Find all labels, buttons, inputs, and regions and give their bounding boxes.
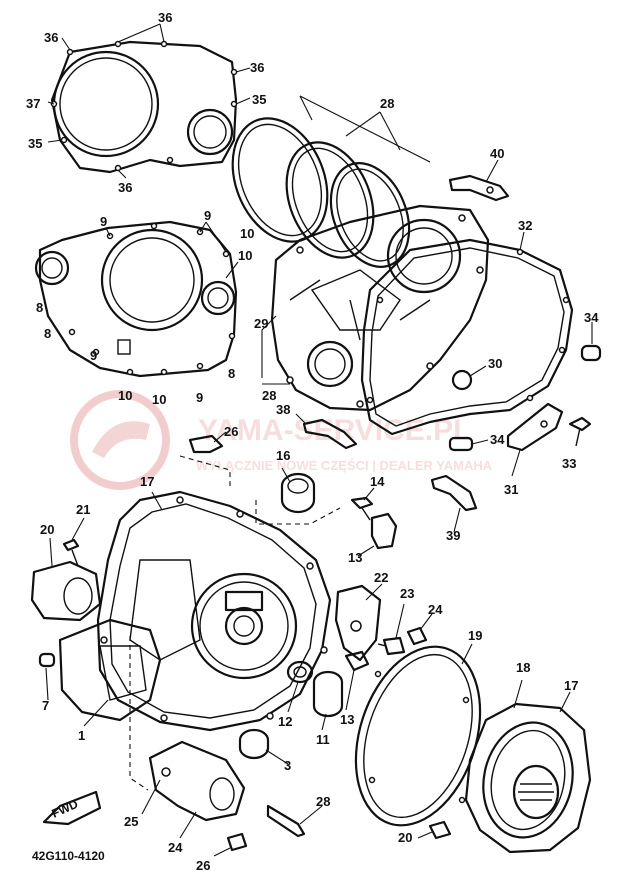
- seal-rings: [231, 95, 431, 268]
- callout: 17: [564, 678, 578, 693]
- callout: 9: [100, 214, 107, 229]
- callout: 8: [228, 366, 235, 381]
- callout: 34: [584, 310, 599, 325]
- callout: 18: [516, 660, 530, 675]
- watermark-logo: [70, 390, 170, 490]
- inner-cover-29: [261, 204, 490, 412]
- callout: 12: [278, 714, 292, 729]
- callout: 25: [124, 814, 138, 829]
- callout: 32: [518, 218, 532, 233]
- callout: 31: [504, 482, 518, 497]
- callout: 9: [90, 348, 97, 363]
- callout: 22: [374, 570, 388, 585]
- watermark-logo-mark: [92, 421, 150, 458]
- callout: 40: [490, 146, 504, 161]
- callout: 10: [238, 248, 252, 263]
- callout: 11: [316, 732, 330, 747]
- callout: 36: [158, 10, 172, 25]
- bracket-18: [334, 583, 433, 662]
- callout: 26: [196, 858, 210, 873]
- callout: 28: [262, 388, 276, 403]
- callout: 19: [468, 628, 482, 643]
- callout: 26: [224, 424, 238, 439]
- callouts: 36 36 36 35 37 35 36 28 40 32 9 9 10 8 8…: [26, 10, 599, 873]
- gasket-16: [354, 643, 482, 827]
- callout: 24: [428, 602, 443, 617]
- callout: 28: [380, 96, 394, 111]
- callout: 21: [76, 502, 90, 517]
- callout: 36: [250, 60, 264, 75]
- small-parts-right: [295, 322, 602, 533]
- callout: 38: [276, 402, 290, 417]
- small-parts-middle: [179, 431, 398, 557]
- callout: 3: [284, 758, 291, 773]
- callout: 28: [316, 794, 330, 809]
- part-code: 42G110-4120: [32, 849, 105, 863]
- callout: 14: [370, 474, 385, 489]
- callout: 13: [348, 550, 362, 565]
- callout: 17: [140, 474, 154, 489]
- callout: 29: [254, 316, 268, 331]
- callout: 9: [204, 208, 211, 223]
- fwd-label: FWD: [50, 797, 81, 821]
- callout: 10: [118, 388, 132, 403]
- callout: 10: [152, 392, 166, 407]
- callout: 24: [168, 840, 183, 855]
- callout: 36: [44, 30, 58, 45]
- clutch-cover-14: [417, 679, 592, 854]
- callout: 13: [340, 712, 354, 727]
- callout: 7: [42, 698, 49, 713]
- callout: 35: [28, 136, 42, 151]
- callout: 1: [78, 728, 85, 743]
- outer-gasket-33: [360, 231, 574, 436]
- callout: 8: [36, 300, 43, 315]
- callout: 23: [400, 586, 414, 601]
- bracket-40: [448, 159, 510, 202]
- watermark-tagline: WYŁĄCZNIE NOWE CZĘŚCI | DEALER YAMAHA: [196, 458, 493, 473]
- callout: 36: [118, 180, 132, 195]
- callout: 34: [490, 432, 505, 447]
- callout: 16: [276, 448, 290, 463]
- callout: 9: [196, 390, 203, 405]
- callout: 35: [252, 92, 266, 107]
- small-parts-lower: [129, 636, 370, 791]
- callout: 20: [40, 522, 54, 537]
- inner-cover-gasket: [34, 220, 239, 378]
- callout: 8: [44, 326, 51, 341]
- watermark-brand: YAMA-SERVICE.PL: [198, 414, 471, 447]
- callout: 39: [446, 528, 460, 543]
- outer-cover-gasket: [47, 23, 251, 179]
- callout: 10: [240, 226, 254, 241]
- callout: 30: [488, 356, 502, 371]
- fwd-arrow-icon: FWD: [42, 790, 102, 826]
- callout: 33: [562, 456, 576, 471]
- pump-housing-21: [141, 740, 323, 857]
- oil-filter-housing: [30, 517, 162, 727]
- callout: 20: [398, 830, 412, 845]
- crankcase-cover-6: [96, 490, 332, 732]
- callout: 37: [26, 96, 40, 111]
